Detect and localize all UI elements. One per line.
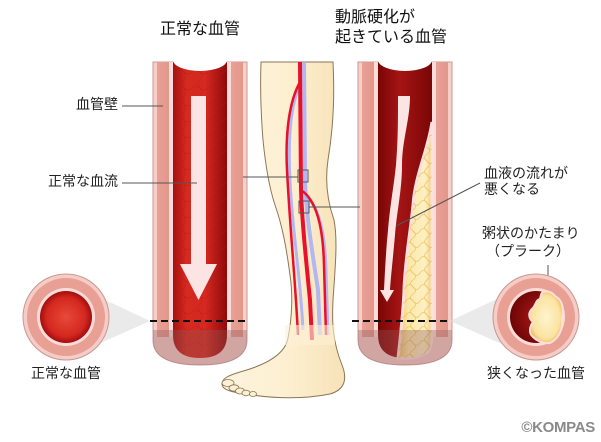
label-poor-flow-line1: 血液の流れが (484, 166, 568, 182)
leg-illustration (221, 61, 346, 399)
normal-flow-arrow (180, 96, 217, 300)
label-poor-flow-line2: 悪くなる (484, 182, 540, 198)
title-atherosclerosis-line2: 起きている血管 (335, 27, 448, 46)
copyright-credit: ©KOMPAS (521, 419, 595, 436)
label-narrowed-cross-section: 狭くなった血管 (487, 366, 585, 382)
toes (221, 379, 257, 397)
label-vessel-wall: 血管壁 (76, 97, 118, 113)
label-plaque-line2: （プラーク） (486, 244, 570, 260)
normal-vessel-left-wall (157, 62, 169, 337)
label-normal-flow: 正常な血流 (48, 174, 118, 190)
normal-location-marker (297, 169, 309, 183)
title-atherosclerosis-line1: 動脈硬化が (335, 7, 416, 26)
normal-vessel-right-wall (231, 62, 243, 337)
label-plaque-line1: 粥状のかたまり (482, 226, 580, 242)
title-normal-vessel: 正常な血管 (159, 19, 240, 38)
poor-flow-arrow (380, 96, 410, 302)
normal-vessel (150, 40, 250, 366)
leg-skin (221, 61, 346, 399)
plaque-cross-section (528, 290, 564, 345)
diseased-vessel (355, 40, 455, 366)
normal-cross-section (22, 273, 110, 361)
leader-poor-flow (395, 182, 481, 227)
leg-vein (302, 61, 322, 336)
leg-artery (298, 61, 314, 341)
label-normal-cross-section: 正常な血管 (31, 366, 101, 382)
narrowed-cross-section (492, 273, 580, 361)
